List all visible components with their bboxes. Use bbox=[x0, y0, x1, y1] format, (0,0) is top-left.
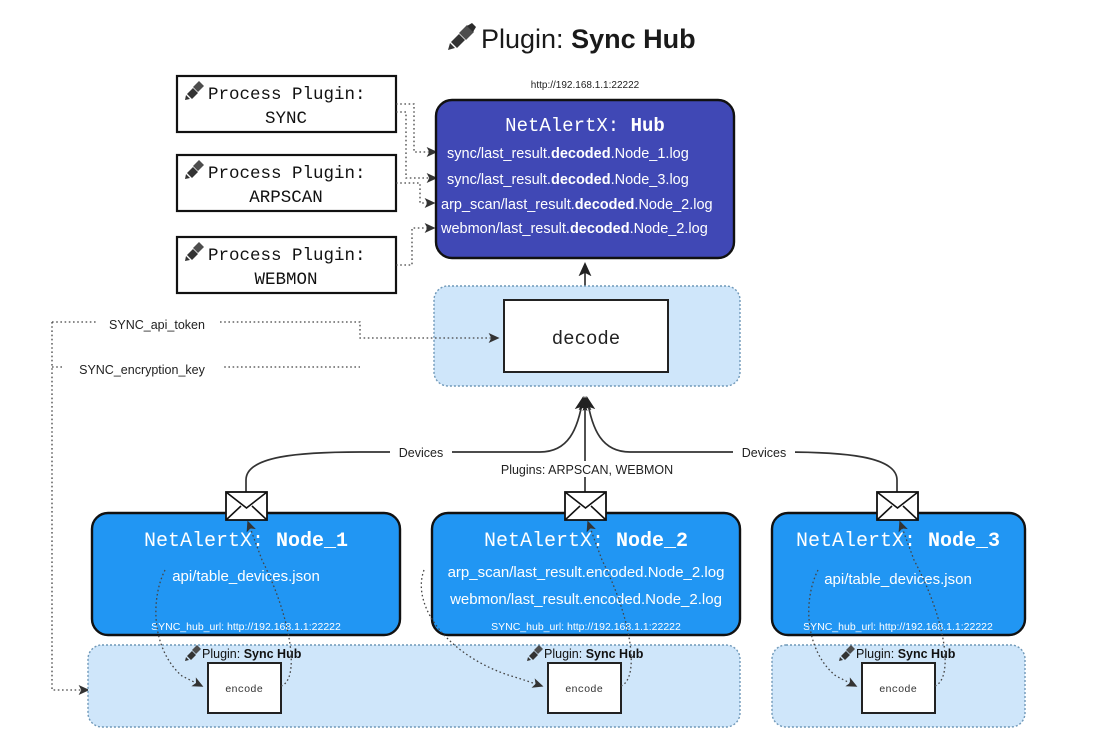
decode-band: decode bbox=[433, 285, 741, 387]
decode-label: decode bbox=[552, 328, 620, 350]
connector-webmon-to-log4 bbox=[396, 223, 436, 266]
label-bg-api-token bbox=[96, 315, 218, 330]
encoder-1-plugin-label: Plugin: Sync Hub bbox=[202, 647, 302, 661]
envelope-icon-flap bbox=[225, 491, 268, 510]
label-bg-encryption-key bbox=[62, 360, 222, 375]
node-2-line-2: webmon/last_result.encoded.Node_2.log bbox=[449, 591, 722, 608]
process-plugin-arpscan-label: Process Plugin: bbox=[208, 164, 366, 184]
flow-node2-to-encode bbox=[420, 569, 544, 688]
envelope-icon-folds bbox=[564, 505, 607, 521]
envelope-icon bbox=[564, 491, 607, 521]
page-title-prefix: Plugin: bbox=[481, 24, 571, 54]
plug-icon bbox=[185, 645, 201, 661]
hub-box[interactable] bbox=[434, 98, 736, 260]
edge-label-devices-left: Devices bbox=[399, 446, 443, 460]
page-title: Plugin: Sync Hub bbox=[481, 24, 696, 54]
label-bg-plugins-center bbox=[498, 461, 676, 477]
process-plugin-arpscan-name: ARPSCAN bbox=[249, 188, 323, 208]
process-plugin-webmon-name: WEBMON bbox=[254, 270, 317, 290]
hub-node[interactable]: NetAlertX: Hub sync/last_result.decoded.… bbox=[434, 98, 736, 260]
node-1-line-1: api/table_devices.json bbox=[172, 568, 320, 585]
process-plugin-sync-label: Process Plugin: bbox=[208, 85, 366, 105]
envelope-icon bbox=[225, 491, 268, 521]
encoder-3-label: encode bbox=[879, 684, 917, 696]
node-1-title: NetAlertX: Node_1 bbox=[144, 530, 348, 553]
edge-label-plugins-center: Plugins: ARPSCAN, WEBMON bbox=[501, 463, 673, 477]
settings-connectors: SYNC_api_token SYNC_encryption_key bbox=[51, 315, 500, 695]
node-to-decode-edges: Devices Devices Plugins: ARPSCAN, WEBMON bbox=[245, 395, 898, 500]
connector-sync-encryption-key bbox=[51, 322, 90, 695]
node-2-title: NetAlertX: Node_2 bbox=[484, 530, 688, 553]
decode-box[interactable] bbox=[503, 299, 669, 373]
encoder-2-plugin-label: Plugin: Sync Hub bbox=[544, 647, 644, 661]
encoder-3-box[interactable] bbox=[861, 662, 936, 714]
connector-sync-to-log2 bbox=[396, 111, 438, 183]
edge-label-devices-right: Devices bbox=[742, 446, 786, 460]
encode-flow-connectors bbox=[155, 520, 946, 688]
hub-url-label: http://192.168.1.1:22222 bbox=[531, 80, 640, 91]
process-plugin-webmon[interactable]: Process Plugin: WEBMON bbox=[175, 235, 398, 295]
hub-log-line-1: sync/last_result.decoded.Node_1.log bbox=[447, 146, 689, 162]
plug-icon bbox=[839, 645, 855, 661]
node-3[interactable]: NetAlertX: Node_3 api/table_devices.json… bbox=[770, 491, 1027, 637]
node-3-hub-url: SYNC_hub_url: http://192.168.1.1:22222 bbox=[803, 621, 993, 633]
encoder-3-plugin-label: Plugin: Sync Hub bbox=[856, 647, 956, 661]
plug-icon bbox=[185, 160, 204, 179]
node-2-hub-url: SYNC_hub_url: http://192.168.1.1:22222 bbox=[491, 621, 681, 633]
plug-icon bbox=[185, 81, 204, 100]
node-1[interactable]: NetAlertX: Node_1 api/table_devices.json… bbox=[90, 491, 402, 637]
page-title-group: Plugin: Sync Hub http://192.168.1.1:2222… bbox=[448, 23, 696, 91]
envelope-icon-body bbox=[225, 491, 268, 521]
process-plugin-webmon-box[interactable] bbox=[175, 235, 398, 295]
hub-log-line-3: arp_scan/last_result.decoded.Node_2.log bbox=[441, 197, 713, 213]
node-3-line-1: api/table_devices.json bbox=[824, 571, 972, 588]
envelope-icon-folds bbox=[225, 505, 268, 521]
connector-sync-api-token bbox=[52, 321, 500, 343]
page-title-name: Sync Hub bbox=[571, 24, 696, 54]
encoder-2-label: encode bbox=[565, 684, 603, 696]
connector-sync-to-log1 bbox=[396, 103, 438, 157]
envelope-icon-folds bbox=[876, 505, 919, 521]
plug-icon bbox=[185, 242, 204, 261]
envelope-icon bbox=[876, 491, 919, 521]
encoder-2[interactable]: Plugin: Sync Hub encode bbox=[527, 645, 644, 714]
label-bg-devices-left bbox=[390, 444, 452, 460]
connector-arpscan-to-log3 bbox=[396, 182, 436, 208]
label-bg-devices-right bbox=[733, 444, 795, 460]
process-plugin-sync-box[interactable] bbox=[175, 74, 398, 134]
encoder-1[interactable]: Plugin: Sync Hub encode bbox=[185, 645, 302, 714]
node-3-title: NetAlertX: Node_3 bbox=[796, 530, 1000, 553]
hub-log-line-2: sync/last_result.decoded.Node_3.log bbox=[447, 172, 689, 188]
hub-log-line-4: webmon/last_result.decoded.Node_2.log bbox=[440, 221, 708, 237]
envelope-icon-flap bbox=[876, 491, 919, 510]
encoder-2-box[interactable] bbox=[547, 662, 622, 714]
encoder-3[interactable]: Plugin: Sync Hub encode bbox=[839, 645, 956, 714]
edge-node1-to-decode bbox=[245, 395, 588, 500]
flow-node3-to-encode bbox=[808, 569, 858, 687]
process-plugin-sync-name: SYNC bbox=[265, 109, 307, 129]
envelope-icon-flap bbox=[564, 491, 607, 510]
process-plugin-sync[interactable]: Process Plugin: SYNC bbox=[175, 74, 398, 134]
hub-title: NetAlertX: Hub bbox=[505, 115, 665, 137]
setting-label-sync-encryption-key: SYNC_encryption_key bbox=[79, 363, 206, 377]
setting-label-sync-api-token: SYNC_api_token bbox=[109, 318, 205, 332]
node-2[interactable]: NetAlertX: Node_2 arp_scan/last_result.e… bbox=[430, 491, 742, 637]
plug-icon bbox=[527, 645, 543, 661]
process-plugin-webmon-label: Process Plugin: bbox=[208, 246, 366, 266]
plug-icon bbox=[448, 23, 476, 50]
encoder-1-label: encode bbox=[225, 684, 263, 696]
node-2-line-1: arp_scan/last_result.encoded.Node_2.log bbox=[448, 564, 725, 581]
node-1-hub-url: SYNC_hub_url: http://192.168.1.1:22222 bbox=[151, 621, 341, 633]
hub-title-name: Hub bbox=[631, 115, 665, 137]
process-plugin-arpscan[interactable]: Process Plugin: ARPSCAN bbox=[175, 153, 398, 213]
flow-node1-to-encode bbox=[155, 569, 204, 687]
hub-title-prefix: NetAlertX: bbox=[505, 115, 630, 137]
encoder-1-box[interactable] bbox=[207, 662, 282, 714]
